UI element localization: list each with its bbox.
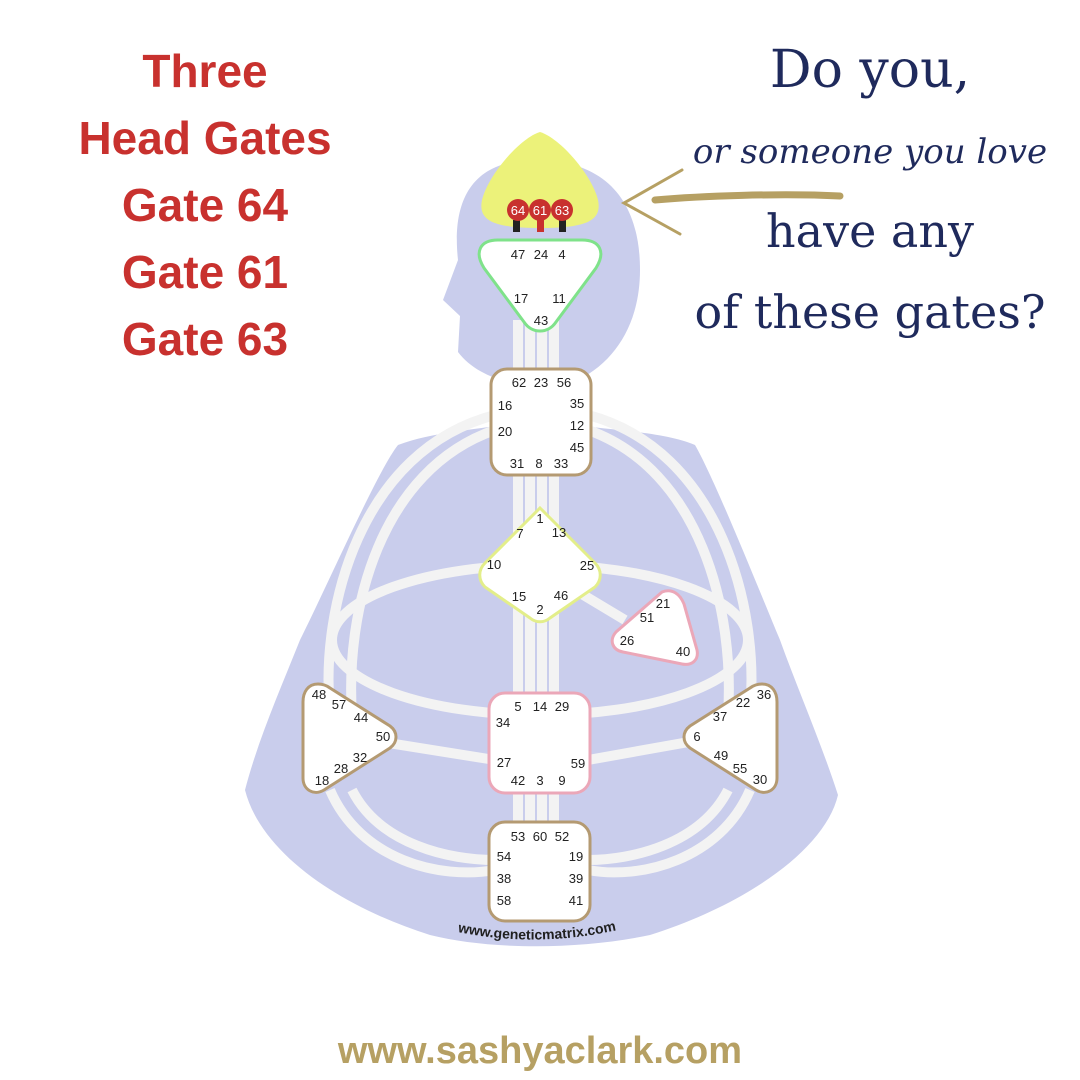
throat-center: 62 23 56 16 35 20 12 45 31 8 33 bbox=[489, 367, 593, 477]
title-line: Gate 63 bbox=[121, 313, 289, 365]
gate-label: 47 bbox=[511, 247, 525, 262]
gate-label: 18 bbox=[315, 773, 329, 788]
gate-label: 5 bbox=[514, 699, 521, 714]
gate-label: 30 bbox=[753, 772, 767, 787]
gate-label: 45 bbox=[570, 440, 584, 455]
gate-63-marker bbox=[551, 199, 573, 221]
gate-label: 13 bbox=[552, 525, 566, 540]
title-line: Three bbox=[142, 45, 268, 97]
gate-label: 51 bbox=[640, 610, 654, 625]
gate-label: 57 bbox=[332, 697, 346, 712]
gate-label: 25 bbox=[580, 558, 594, 573]
gate-label: 60 bbox=[533, 829, 547, 844]
gate-label: 28 bbox=[334, 761, 348, 776]
gate-label: 12 bbox=[570, 418, 584, 433]
gate-label: 3 bbox=[536, 773, 543, 788]
gate-label: 43 bbox=[534, 313, 548, 328]
gate-label: 4 bbox=[558, 247, 565, 262]
gate-label: 52 bbox=[555, 829, 569, 844]
gate-label: 54 bbox=[497, 849, 511, 864]
gate-label: 55 bbox=[733, 761, 747, 776]
ajna-center: 47 24 4 17 11 43 bbox=[477, 238, 603, 333]
gate-label: 41 bbox=[569, 893, 583, 908]
gate-label: 23 bbox=[534, 375, 548, 390]
gate-label: 7 bbox=[516, 526, 523, 541]
gate-label: 36 bbox=[757, 687, 771, 702]
gate-label: 27 bbox=[497, 755, 511, 770]
question-line-4: of these gates? bbox=[694, 285, 1046, 339]
gate-label: 19 bbox=[569, 849, 583, 864]
gate-label: 33 bbox=[554, 456, 568, 471]
gate-61-marker bbox=[529, 199, 551, 221]
gate-label: 15 bbox=[512, 589, 526, 604]
gate-label: 38 bbox=[497, 871, 511, 886]
heart-center: 21 51 26 40 bbox=[610, 589, 699, 666]
gate-label: 2 bbox=[536, 602, 543, 617]
gate-label: 20 bbox=[498, 424, 512, 439]
gate-label: 53 bbox=[511, 829, 525, 844]
gate-label: 42 bbox=[511, 773, 525, 788]
gate-label: 32 bbox=[353, 750, 367, 765]
gate-label: 63 bbox=[555, 203, 569, 218]
question-script-line: or someone you love bbox=[692, 132, 1048, 172]
gate-label: 14 bbox=[533, 699, 547, 714]
gate-label: 44 bbox=[354, 710, 368, 725]
g-center: 1 7 13 10 25 15 46 2 bbox=[478, 505, 602, 624]
gate-label: 11 bbox=[552, 291, 566, 306]
gate-label: 35 bbox=[570, 396, 584, 411]
gate-label: 8 bbox=[535, 456, 542, 471]
arrow-icon bbox=[620, 168, 844, 236]
gate-label: 62 bbox=[512, 375, 526, 390]
gate-label: 29 bbox=[555, 699, 569, 714]
gate-label: 59 bbox=[571, 756, 585, 771]
gate-label: 46 bbox=[554, 588, 568, 603]
gate-label: 17 bbox=[514, 291, 528, 306]
gate-label: 6 bbox=[693, 729, 700, 744]
question-line-1: Do you, bbox=[769, 40, 971, 100]
gate-label: 34 bbox=[496, 715, 510, 730]
gate-label: 21 bbox=[656, 596, 670, 611]
root-center: 53 60 52 54 19 38 39 58 41 bbox=[487, 820, 592, 923]
head-center: 64 61 63 bbox=[481, 132, 599, 232]
gate-label: 9 bbox=[558, 773, 565, 788]
gate-label: 50 bbox=[376, 729, 390, 744]
gate-label: 26 bbox=[620, 633, 634, 648]
solar-plexus-center: 36 22 37 6 49 55 30 bbox=[682, 682, 779, 794]
question-line-3: have any bbox=[766, 204, 974, 258]
gate-label: 37 bbox=[713, 709, 727, 724]
gate-label: 31 bbox=[510, 456, 524, 471]
gate-label: 39 bbox=[569, 871, 583, 886]
gate-label: 58 bbox=[497, 893, 511, 908]
gate-label: 24 bbox=[534, 247, 548, 262]
sacral-center: 5 14 29 34 27 59 42 3 9 bbox=[487, 691, 592, 795]
gate-64-marker bbox=[507, 199, 529, 221]
spleen-center: 48 57 44 50 32 28 18 bbox=[301, 682, 398, 794]
title-line: Gate 64 bbox=[121, 179, 289, 231]
gate-label: 22 bbox=[736, 695, 750, 710]
title-line: Gate 61 bbox=[121, 246, 289, 298]
gate-label: 10 bbox=[487, 557, 501, 572]
head-gates-title: Three Head Gates Gate 64 Gate 61 Gate 63 bbox=[40, 38, 370, 373]
title-line: Head Gates bbox=[78, 112, 332, 164]
gate-label: 56 bbox=[557, 375, 571, 390]
footer-url: www.sashyaclark.com bbox=[337, 1030, 743, 1072]
gate-label: 40 bbox=[676, 644, 690, 659]
gate-label: 1 bbox=[536, 511, 543, 526]
gate-label: 48 bbox=[312, 687, 326, 702]
gate-label: 16 bbox=[498, 398, 512, 413]
gate-label: 61 bbox=[533, 203, 547, 218]
gate-label: 49 bbox=[714, 748, 728, 763]
gate-label: 64 bbox=[511, 203, 525, 218]
